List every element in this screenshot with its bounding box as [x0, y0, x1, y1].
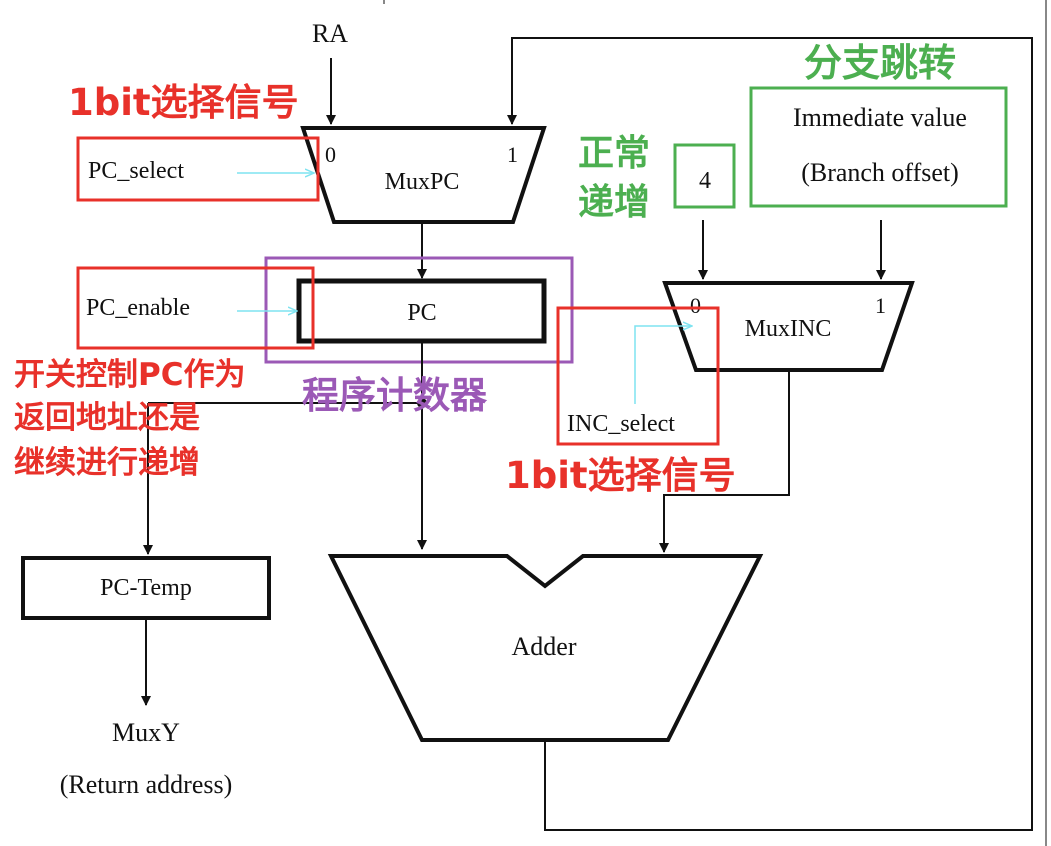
muxpc-block: [300, 126, 547, 224]
branch-jump-annotation: 分支跳转: [804, 41, 956, 85]
pc-enable-highlight: [76, 266, 315, 350]
normal-increment-annotation-line2: 递增: [578, 182, 650, 223]
muxpc-label: MuxPC: [385, 169, 460, 195]
pc-temp-label: PC-Temp: [100, 575, 192, 601]
muxinc-label: MuxINC: [745, 316, 832, 342]
pc-select-highlight: [76, 136, 320, 202]
switch-annotation-line2: 返回地址还是: [14, 400, 200, 436]
program-counter-highlight: [264, 256, 574, 364]
inc-select-signal: [634, 326, 692, 404]
inc-select-highlight: [556, 306, 720, 446]
muxinc-block: [662, 281, 915, 372]
ra-label: RA: [312, 19, 348, 48]
switch-annotation-line1: 开关控制PC作为: [14, 357, 245, 393]
muxpc-input-0-label: 0: [325, 142, 336, 167]
select-signal-annotation-top: 1bit选择信号: [68, 81, 299, 124]
adder-block: [327, 554, 764, 742]
immediate-value-label: Immediate value: [793, 103, 967, 132]
program-counter-annotation: 程序计数器: [302, 374, 488, 417]
adder-label: Adder: [512, 632, 577, 661]
normal-increment-annotation-line1: 正常: [578, 133, 650, 174]
const-four-box: [673, 143, 736, 209]
feedback-wire: [507, 37, 1033, 831]
junction-dot: [417, 398, 427, 408]
return-address-label: (Return address): [60, 770, 233, 799]
pc-select-label: PC_select: [88, 158, 184, 184]
pc-register: [296, 278, 547, 344]
branch-offset-label: (Branch offset): [801, 158, 959, 187]
inc-select-label: INC_select: [567, 411, 675, 437]
pc-label: PC: [407, 300, 436, 326]
pc-enable-label: PC_enable: [86, 295, 190, 321]
muxpc-input-1-label: 1: [507, 142, 518, 167]
muxinc-input-0-label: 0: [690, 293, 701, 318]
muxinc-to-adder-wire: [659, 370, 790, 553]
switch-annotation-line3: 继续进行递增: [14, 445, 200, 481]
muxinc-input-1-label: 1: [875, 293, 886, 318]
const-four-label: 4: [699, 168, 711, 194]
immediate-value-box: [749, 86, 1008, 208]
muxy-label: MuxY: [112, 718, 180, 747]
select-signal-annotation-bottom: 1bit选择信号: [505, 454, 736, 497]
pc-temp-register: [21, 556, 271, 620]
